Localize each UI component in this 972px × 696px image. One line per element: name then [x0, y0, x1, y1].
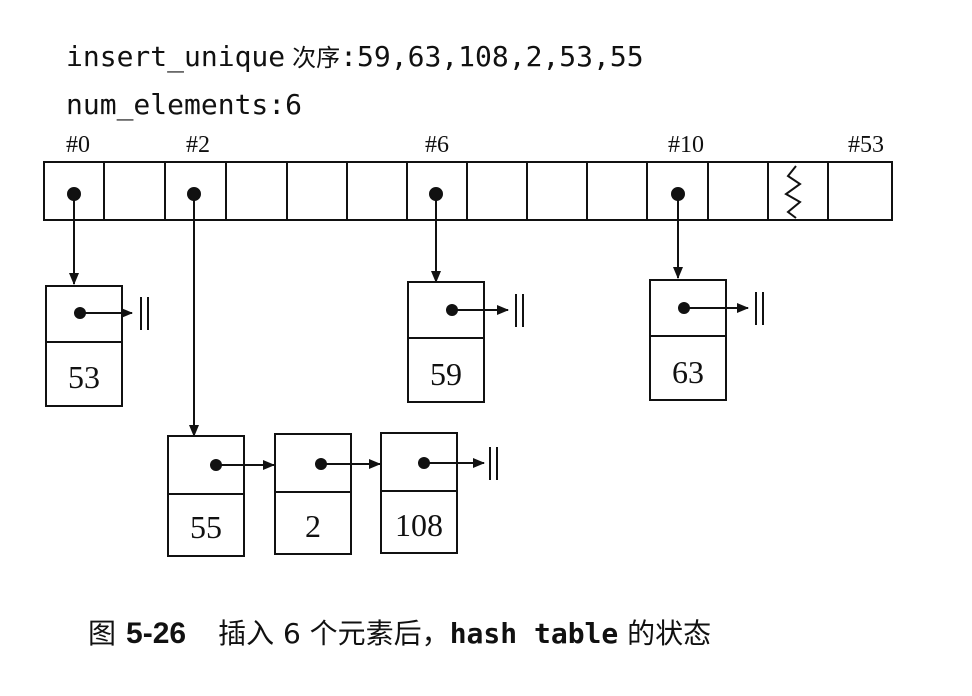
- caption-fig-label: 图: [88, 617, 117, 650]
- header-order-values: :59,63,108,2,53,55: [340, 40, 644, 73]
- header-line-2: num_elements:6: [66, 88, 303, 121]
- omission-break-mark: [784, 165, 802, 219]
- caption-code: hash table: [449, 617, 619, 650]
- bucket-label-0: #0: [66, 132, 90, 158]
- header-order-label: 次序: [292, 44, 341, 72]
- node-59: 59: [407, 281, 524, 403]
- node-53: 53: [45, 285, 149, 407]
- caption-text-2: 的状态: [618, 617, 712, 650]
- node-2: 2: [274, 433, 381, 555]
- bucket-label-6: #6: [425, 132, 449, 158]
- node-63-value: 63: [672, 354, 704, 390]
- header-code: insert_unique: [66, 40, 286, 73]
- figure-caption: 图 5-26 插入 6 个元素后，hash table 的状态: [88, 612, 711, 652]
- caption-text-1: 插入 6 个元素后，: [218, 617, 450, 650]
- node-53-value: 53: [68, 359, 100, 395]
- bucket-array: [43, 161, 893, 221]
- caption-fig-number: 5-26: [126, 617, 187, 650]
- header-line-1: insert_unique 次序:59,63,108,2,53,55: [66, 38, 644, 74]
- node-63: 63: [649, 279, 764, 401]
- bucket-label-10: #10: [668, 132, 704, 158]
- node-55-value: 55: [190, 509, 222, 545]
- node-59-value: 59: [430, 356, 462, 392]
- node-2-value: 2: [305, 508, 321, 544]
- bucket-label-2: #2: [186, 132, 210, 158]
- bucket-label-53: #53: [848, 132, 884, 158]
- node-55: 55: [167, 435, 275, 557]
- node-108-value: 108: [395, 507, 443, 543]
- node-108: 108: [380, 432, 498, 554]
